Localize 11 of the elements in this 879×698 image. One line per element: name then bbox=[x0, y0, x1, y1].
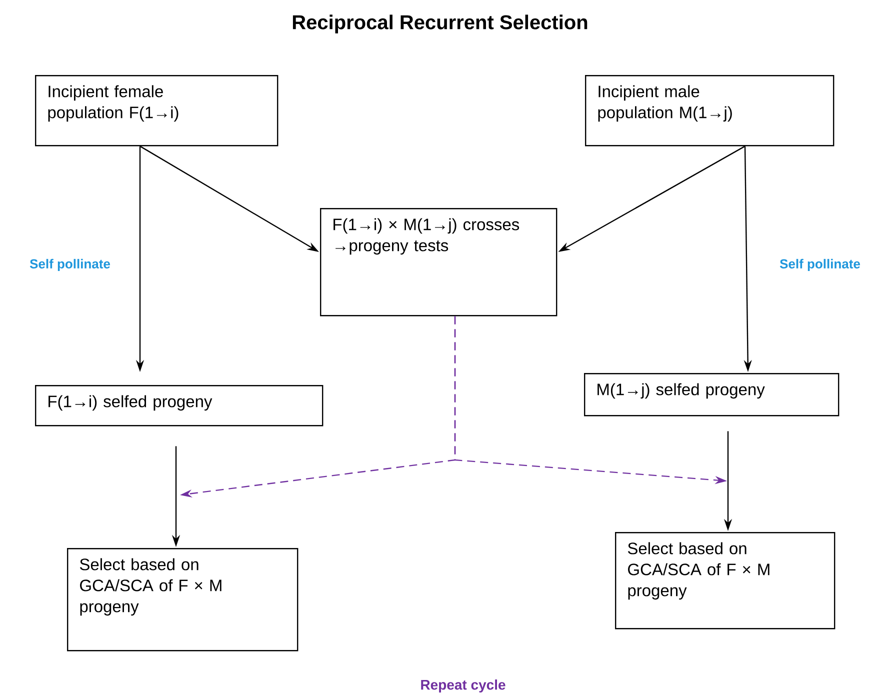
process-box: F(1→i) selfed progeny bbox=[35, 385, 324, 426]
title: Reciprocal Recurrent Selection bbox=[292, 14, 588, 34]
process-box: F(1→i) × M(1→j) crosses →progeny tests bbox=[320, 208, 558, 316]
process-box: Incipient male population M(1→j) bbox=[585, 75, 834, 146]
edge-label: Self pollinate bbox=[778, 256, 862, 274]
process-box: Incipient female population F(1→i) bbox=[35, 75, 278, 146]
edge-label: Self pollinate bbox=[28, 256, 112, 274]
process-box: Select based on GCA/SCA of F × M progeny bbox=[615, 532, 836, 630]
process-box: M(1→j) selfed progeny bbox=[584, 373, 840, 416]
process-box: Select based on GCA/SCA of F × M progeny bbox=[67, 548, 298, 652]
note: Repeat cycle bbox=[421, 679, 506, 693]
